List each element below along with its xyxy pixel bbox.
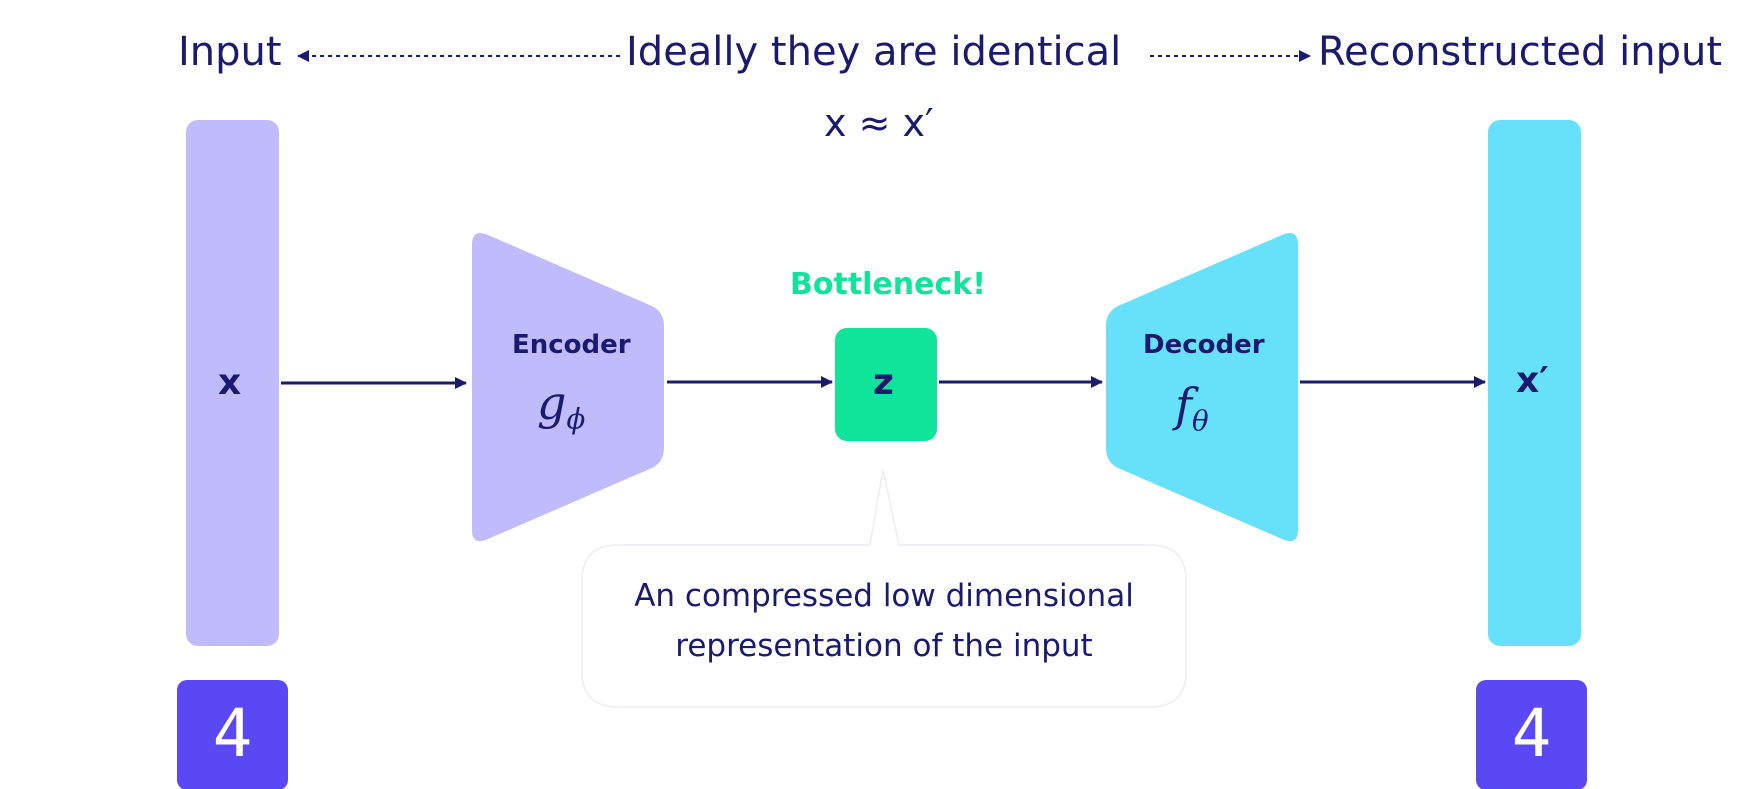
reconstructed-label: Reconstructed input (1318, 29, 1723, 75)
encoder-param-symbol: ϕ (566, 402, 586, 436)
callout-line-2: representation of the input (675, 628, 1093, 664)
output-digit-tile (1476, 680, 1587, 789)
output-digit: 4 (1511, 695, 1552, 772)
output-symbol: x′ (1516, 360, 1549, 401)
decoder-block (1106, 232, 1298, 542)
decoder-label: Decoder (1143, 330, 1265, 360)
decoder-func-symbol: f (1175, 378, 1193, 432)
input-vector-bar (186, 120, 279, 646)
decoder-param-symbol: θ (1192, 404, 1209, 438)
equation: x ≈ x′ (824, 101, 934, 145)
input-digit: 4 (212, 695, 253, 772)
encoder-func-symbol: g (537, 376, 567, 430)
encoder-function: gϕ (537, 378, 585, 445)
latent-symbol: z (873, 362, 894, 403)
output-vector-bar (1488, 120, 1581, 646)
latent-z-box (835, 328, 937, 441)
input-label: Input (178, 29, 282, 75)
input-symbol: x (218, 362, 242, 403)
callout-bubble (581, 469, 1187, 708)
decoder-function: fθ (1175, 380, 1209, 447)
encoder-block (472, 232, 664, 542)
callout-line-1: An compressed low dimensional (634, 578, 1134, 614)
encoder-label: Encoder (512, 330, 631, 360)
bottleneck-label: Bottleneck! (790, 267, 986, 302)
identical-label: Ideally they are identical (626, 29, 1122, 75)
input-digit-tile (177, 680, 288, 789)
